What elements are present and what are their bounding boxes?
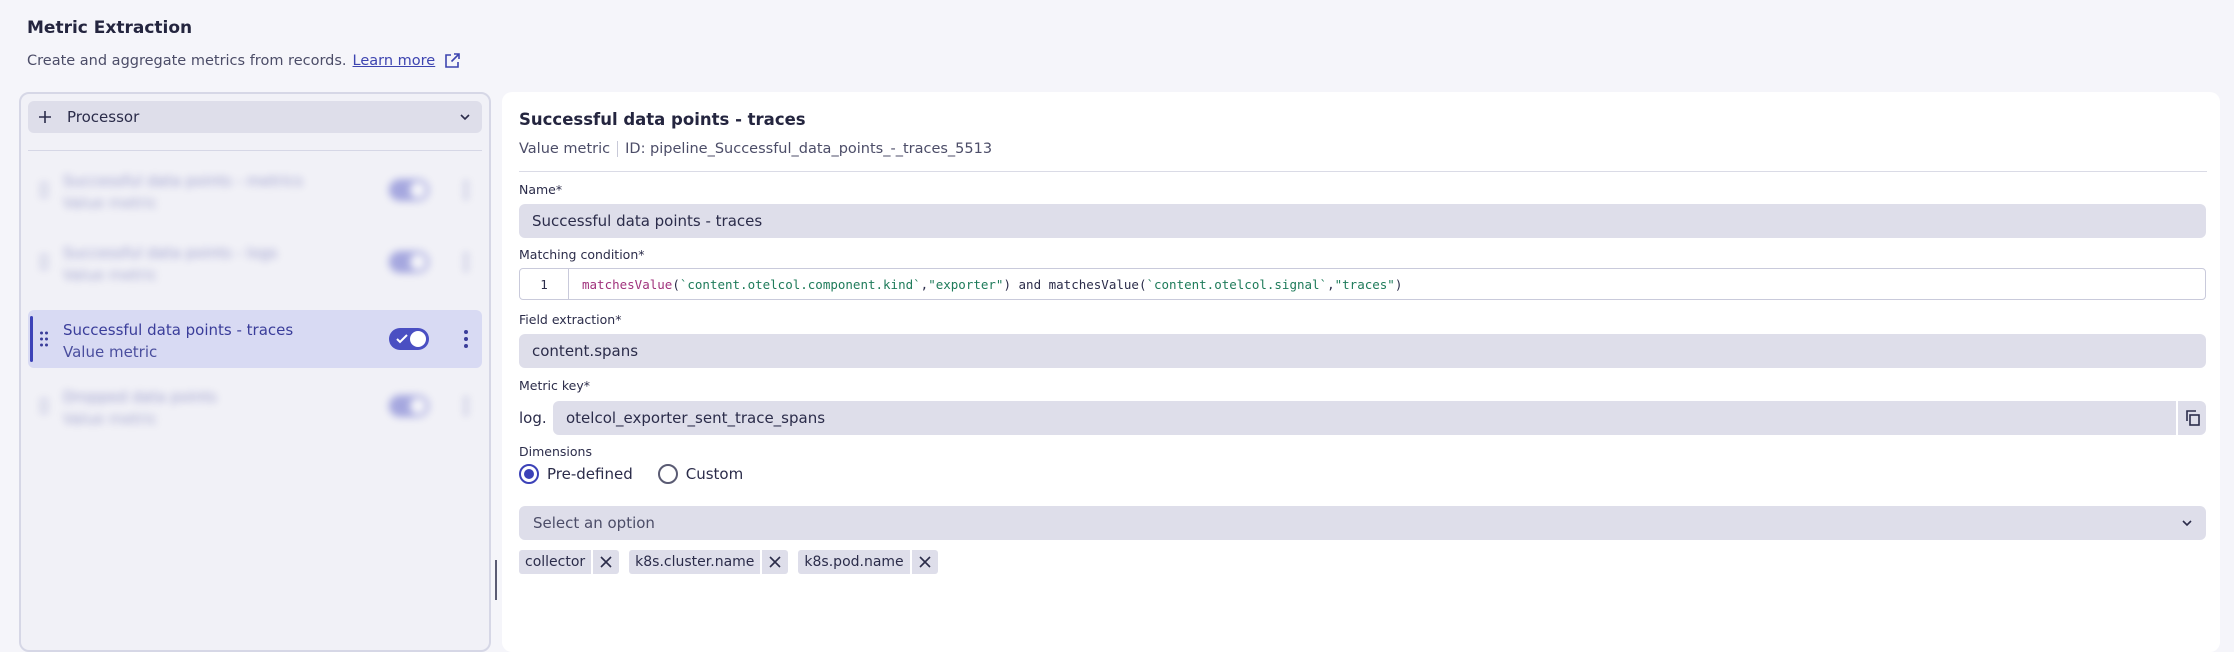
drag-handle-icon[interactable] (39, 397, 49, 415)
selected-dimensions: collector k8s.cluster.name k8s.pod.name (519, 550, 948, 574)
panel-resize-handle[interactable] (495, 560, 497, 600)
name-field[interactable]: Successful data points - traces (519, 204, 2206, 238)
processor-item[interactable]: Dropped data points Value metric (28, 377, 482, 435)
radio-custom[interactable] (657, 464, 678, 484)
chevron-down-icon (460, 114, 470, 121)
processor-item-name: Successful data points - traces (63, 321, 294, 339)
metric-type: Value metric (519, 141, 611, 157)
matching-condition-editor[interactable]: 1 matchesValue(`content.otelcol.componen… (519, 268, 2206, 300)
matching-condition-label: Matching condition* (519, 247, 645, 262)
enable-toggle[interactable] (389, 395, 429, 417)
page-header: Metric Extraction Create and aggregate m… (27, 18, 461, 70)
processor-item-name: Successful data points - logs (63, 244, 278, 262)
metric-key-prefix: log. (519, 409, 547, 427)
processor-detail-panel: Successful data points - traces Value me… (502, 92, 2220, 652)
enable-toggle[interactable] (389, 179, 429, 201)
drag-handle-icon[interactable] (39, 181, 49, 199)
check-icon (396, 334, 408, 344)
remove-tag-button[interactable] (911, 550, 938, 574)
tag-label: k8s.pod.name (798, 550, 910, 574)
page-title: Metric Extraction (27, 18, 193, 38)
field-extraction-label: Field extraction* (519, 312, 622, 327)
metric-key-label: Metric key* (519, 378, 590, 393)
select-placeholder: Select an option (533, 514, 655, 532)
remove-tag-button[interactable] (762, 550, 789, 574)
close-icon (919, 556, 931, 568)
tag-label: k8s.cluster.name (629, 550, 761, 574)
learn-more-link[interactable]: Learn more (352, 53, 436, 69)
radio-custom-label: Custom (685, 465, 744, 483)
tag-label: collector (519, 550, 592, 574)
copy-button[interactable] (2176, 401, 2206, 435)
processor-item-type: Value metric (63, 343, 158, 361)
line-number: 1 (520, 269, 569, 299)
add-processor-dropdown[interactable]: Processor (28, 101, 482, 133)
processor-item-type: Value metric (63, 266, 158, 284)
drag-handle-icon[interactable] (39, 330, 49, 348)
processor-id: ID: pipeline_Successful_data_points_-_tr… (625, 141, 993, 157)
metric-key-field[interactable]: otelcol_exporter_sent_trace_spans (553, 401, 2176, 435)
close-icon (600, 556, 612, 568)
more-options-icon[interactable] (463, 180, 469, 200)
dimensions-radio-group: Pre-defined Custom (519, 464, 768, 484)
processor-item[interactable]: Successful data points - logs Value metr… (28, 233, 482, 291)
processor-item-name: Successful data points - metrics (63, 172, 303, 190)
more-options-icon[interactable] (463, 252, 469, 272)
processor-item-type: Value metric (63, 410, 158, 428)
divider (28, 150, 482, 151)
enable-toggle[interactable] (389, 251, 429, 273)
detail-subtitle: Value metric ID: pipeline_Successful_dat… (519, 141, 992, 157)
processor-item-name: Dropped data points (63, 388, 217, 406)
name-value: Successful data points - traces (532, 212, 763, 230)
field-extraction-field[interactable]: content.spans (519, 334, 2206, 368)
name-label: Name* (519, 182, 563, 197)
radio-predefined-label: Pre-defined (547, 465, 633, 483)
external-link-icon[interactable] (443, 52, 461, 70)
dimension-tag: k8s.pod.name (798, 550, 938, 574)
separator (617, 141, 619, 157)
field-extraction-value: content.spans (532, 342, 639, 360)
metric-key-value: otelcol_exporter_sent_trace_spans (566, 409, 826, 427)
radio-predefined[interactable] (519, 464, 539, 484)
dimensions-label: Dimensions (519, 444, 592, 459)
code-line: matchesValue(`content.otelcol.component.… (582, 276, 1403, 292)
close-icon (769, 556, 781, 568)
plus-icon (39, 111, 51, 123)
remove-tag-button[interactable] (593, 550, 620, 574)
detail-title: Successful data points - traces (519, 110, 806, 129)
processor-label: Processor (67, 108, 140, 126)
processor-item-selected[interactable]: Successful data points - traces Value me… (28, 310, 482, 368)
divider (519, 171, 2207, 172)
dimension-tag: collector (519, 550, 620, 574)
subtitle-text: Create and aggregate metrics from record… (27, 53, 347, 69)
copy-icon (2186, 410, 2200, 426)
more-options-icon[interactable] (463, 396, 469, 416)
processor-item-type: Value metric (63, 194, 158, 212)
dimension-tag: k8s.cluster.name (629, 550, 789, 574)
page-subtitle: Create and aggregate metrics from record… (27, 52, 461, 70)
drag-handle-icon[interactable] (39, 253, 49, 271)
processor-item[interactable]: Successful data points - metrics Value m… (28, 161, 482, 219)
more-options-icon[interactable] (463, 329, 469, 349)
dimensions-select[interactable]: Select an option (519, 506, 2206, 540)
processor-list-panel: Processor Successful data points - metri… (19, 92, 491, 652)
enable-toggle[interactable] (389, 328, 429, 350)
chevron-down-icon (2182, 520, 2192, 527)
